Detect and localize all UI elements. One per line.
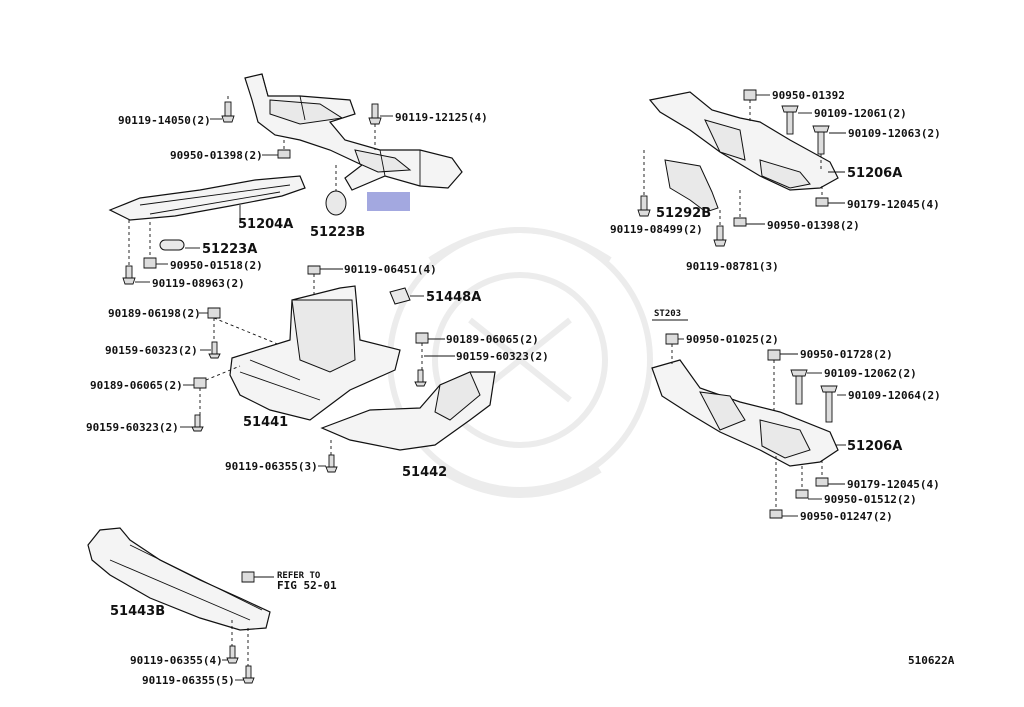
- clip-90189-06065-left[interactable]: [193, 365, 241, 415]
- bolt-90109-12063[interactable]: [812, 125, 830, 172]
- bolt-90119-06355-4[interactable]: [226, 620, 239, 664]
- reinforcement-51204A[interactable]: [108, 175, 306, 221]
- nut-90950-01247[interactable]: [769, 456, 783, 519]
- front-crossmember[interactable]: [244, 73, 463, 191]
- clip-51448A[interactable]: [389, 287, 411, 305]
- label-90179-12045-top: 90179-12045(4): [847, 198, 940, 211]
- label-90189-06065-right: 90189-06065(2): [446, 333, 539, 346]
- screw-90159-60323-c[interactable]: [414, 369, 427, 387]
- bolt-90119-08963[interactable]: [122, 220, 136, 285]
- under-cover-51443B[interactable]: [87, 527, 271, 631]
- label-90179-12045-st203: 90179-12045(4): [847, 478, 940, 491]
- label-90119-08499: 90119-08499(2): [610, 223, 703, 236]
- nut-90950-01392[interactable]: [743, 89, 757, 122]
- label-90159-60323-b: 90159-60323(2): [86, 421, 179, 434]
- label-diagram-id: 510622A: [908, 654, 955, 667]
- label-90119-06451: 90119-06451(4): [344, 263, 437, 276]
- highlight-marker: [367, 192, 410, 211]
- nut-90950-01728[interactable]: [767, 349, 781, 412]
- label-90109-12064: 90109-12064(2): [848, 389, 941, 402]
- label-90189-06198: 90189-06198(2): [108, 307, 201, 320]
- engine-under-cover-51442[interactable]: [320, 371, 496, 451]
- screw-90159-60323-a[interactable]: [208, 341, 221, 359]
- bolt-90119-06355-center[interactable]: [325, 440, 338, 473]
- bolt-90119-08499[interactable]: [637, 150, 651, 217]
- label-90950-01025: 90950-01025(2): [686, 333, 779, 346]
- grommet-51223A[interactable]: [159, 239, 185, 251]
- label-90119-06355-3: 90119-06355(3): [225, 460, 318, 473]
- label-90950-01398-right: 90950-01398(2): [767, 219, 860, 232]
- engine-under-cover-51441[interactable]: [229, 285, 401, 421]
- label-st203: ST203: [654, 309, 681, 319]
- label-90109-12061: 90109-12061(2): [814, 107, 907, 120]
- label-90950-01512: 90950-01512(2): [824, 493, 917, 506]
- label-51292B: 51292B: [656, 206, 711, 221]
- nut-90179-12045-top[interactable]: [815, 186, 829, 207]
- label-90159-60323-a: 90159-60323(2): [105, 344, 198, 357]
- label-51223B: 51223B: [310, 225, 365, 240]
- bolt-90109-12064[interactable]: [820, 385, 838, 423]
- clip-refer-fig-52-01[interactable]: [241, 571, 255, 583]
- label-51204A: 51204A: [238, 217, 293, 232]
- label-90109-12062: 90109-12062(2): [824, 367, 917, 380]
- screw-90159-60323-b[interactable]: [191, 414, 204, 432]
- label-51223A: 51223A: [202, 242, 257, 257]
- nut-90950-01512[interactable]: [795, 466, 809, 499]
- rear-crossmember-51206A-st203[interactable]: [651, 359, 839, 467]
- label-90159-60323-c: 90159-60323(2): [456, 350, 549, 363]
- label-51206A-st203: 51206A: [847, 439, 902, 454]
- label-51206A-top: 51206A: [847, 166, 902, 181]
- label-90119-14050: 90119-14050(2): [118, 114, 211, 127]
- label-51441: 51441: [243, 415, 288, 430]
- label-90950-01728: 90950-01728(2): [800, 348, 893, 361]
- label-refer-to: REFER TO: [277, 571, 321, 581]
- label-90189-06065-left: 90189-06065(2): [90, 379, 183, 392]
- clip-90189-06198[interactable]: [207, 307, 281, 346]
- nut-90950-01398-right[interactable]: [733, 190, 747, 227]
- label-90950-01392: 90950-01392: [772, 89, 845, 102]
- bolt-90109-12061[interactable]: [781, 105, 799, 135]
- bolt-90119-12125[interactable]: [368, 103, 382, 150]
- label-51448A: 51448A: [426, 290, 481, 305]
- label-fig-52-01: FIG 52-01: [277, 579, 337, 592]
- nut-90179-12045-st203[interactable]: [815, 460, 829, 487]
- label-90119-12125: 90119-12125(4): [395, 111, 488, 124]
- bolt-90119-08781[interactable]: [713, 210, 727, 247]
- bolt-90109-12062[interactable]: [790, 369, 808, 405]
- bolt-90119-06355-5[interactable]: [242, 628, 255, 684]
- label-51442: 51442: [402, 465, 447, 480]
- label-90119-08781: 90119-08781(3): [686, 260, 779, 273]
- label-51443B: 51443B: [110, 604, 165, 619]
- nut-90950-01518[interactable]: [143, 222, 157, 269]
- clip-90189-06065-right[interactable]: [415, 332, 429, 370]
- cushion-51223B[interactable]: [325, 165, 347, 216]
- label-90119-06355-5: 90119-06355(5): [142, 674, 235, 687]
- label-90109-12063: 90109-12063(2): [848, 127, 941, 140]
- label-90119-08963: 90119-08963(2): [152, 277, 245, 290]
- label-90950-01247: 90950-01247(2): [800, 510, 893, 523]
- label-90950-01398-left: 90950-01398(2): [170, 149, 263, 162]
- bolt-90119-06451[interactable]: [307, 265, 321, 296]
- bracket-51292B[interactable]: [664, 159, 719, 213]
- nut-90950-01025[interactable]: [665, 333, 679, 364]
- label-90950-01518: 90950-01518(2): [170, 259, 263, 272]
- label-90119-06355-4: 90119-06355(4): [130, 654, 223, 667]
- leader-lines: [135, 94, 846, 681]
- bolt-90119-14050[interactable]: [221, 96, 235, 123]
- nut-90950-01398-left[interactable]: [277, 140, 291, 159]
- rear-crossmember-51206A-top[interactable]: [648, 91, 839, 191]
